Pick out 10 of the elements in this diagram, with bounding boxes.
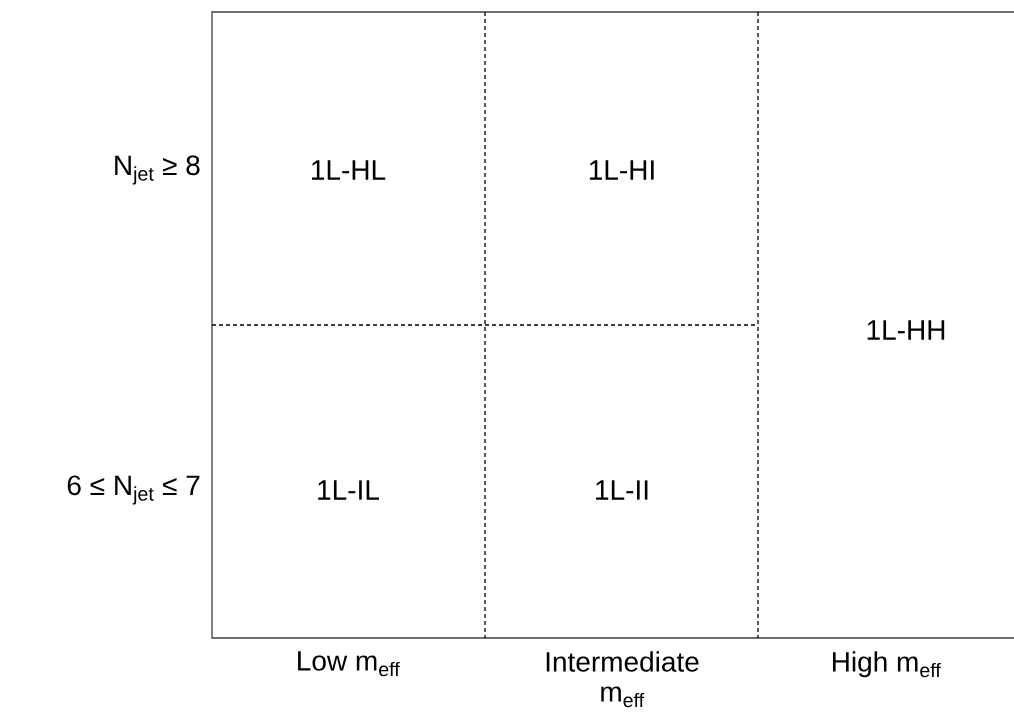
column-label: Low m$_{eff}$: [298, 651, 400, 677]
region-label: 1L-HL: [312, 160, 386, 180]
region-label: 1L-HI: [589, 160, 654, 180]
region-label: 1L-HH: [867, 320, 945, 340]
region-label: 1L-II: [596, 480, 648, 500]
region-label: 1L-IL: [318, 480, 379, 500]
column-label: Intermediate m$_{eff}$: [546, 651, 699, 708]
row-label: N$_{jet}$ ≥ 8: [115, 155, 200, 185]
column-label: High m$_{eff}$: [833, 651, 941, 678]
row-label: 6 ≤ N$_{jet}$ ≤ 7: [67, 475, 200, 505]
